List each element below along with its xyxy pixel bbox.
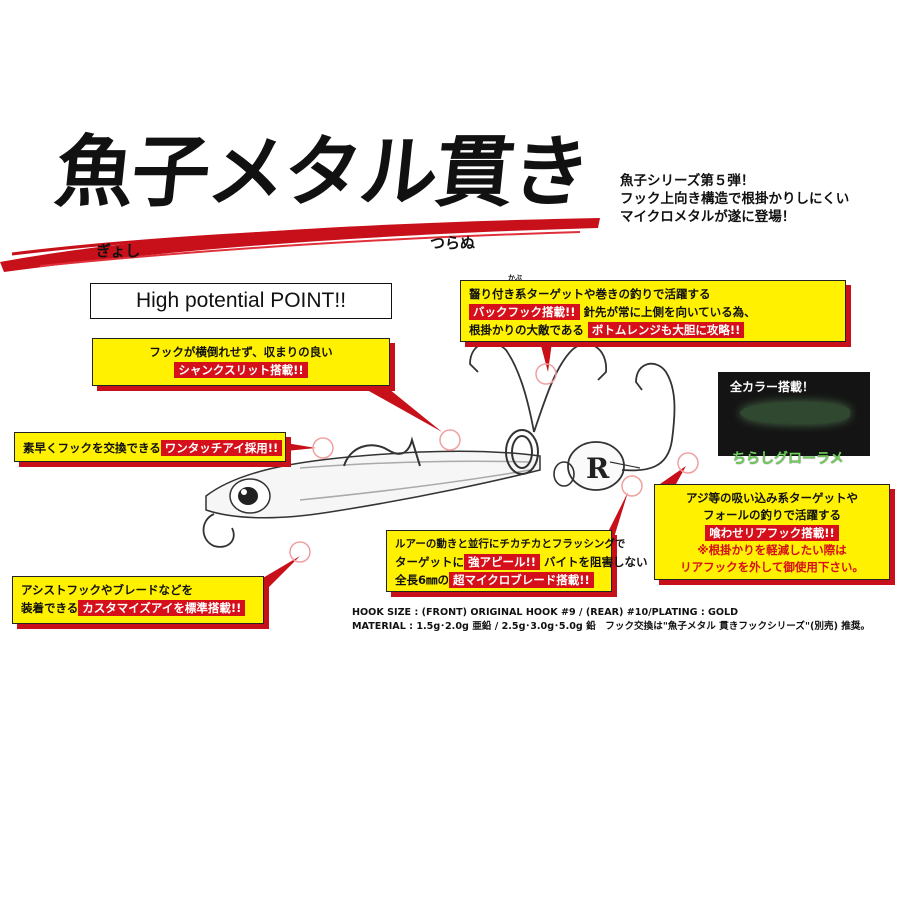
leader-custom: [256, 556, 300, 592]
tagline: 魚子シリーズ第５弾！ フック上向き構造で根掛かりしにくい マイクロメタルが遂に登…: [620, 172, 890, 226]
title-ruby-left: ぎょし: [96, 242, 141, 260]
callout-shank-text: フックが横倒れせず、収まりの良い: [149, 345, 333, 359]
callout-rear-note-1: ※根掛かりを軽減したい際は: [697, 543, 847, 557]
target-circle-shank: [439, 429, 461, 451]
spec-hook-size: HOOK SIZE : (FRONT) ORIGINAL HOOK #9 / (…: [352, 607, 739, 618]
callout-blade-line-3-head: 全長6㎜の: [395, 573, 450, 587]
callout-custom-line-1: アシストフックやブレードなどを: [21, 583, 194, 597]
rear-hook-icon: [621, 362, 676, 472]
callout-custom-highlight: カスタマイズアイを標準搭載!!: [78, 600, 246, 616]
callout-onetouch-highlight: ワンタッチアイ採用!!: [160, 440, 283, 456]
callout-rear-line-1: アジ等の吸い込み系ターゲットや: [685, 491, 859, 505]
fishing-line: [609, 461, 641, 469]
glow-all-color-badge: 全カラー搭載！: [730, 380, 815, 394]
target-circle-rear: [677, 452, 699, 474]
callout-onetouch-text: 素早くフックを交換できる: [23, 441, 161, 455]
lure-body: [205, 450, 541, 519]
leader-back: [540, 342, 552, 372]
tagline-line-3: マイクロメタルが遂に登場！: [620, 209, 796, 225]
glow-caption: ちらしグローラメ: [732, 451, 844, 467]
target-circle-custom: [289, 541, 311, 563]
brush-stroke: [0, 218, 600, 272]
callout-back-line-2: 針先が常に上側を向いている為、: [583, 305, 756, 319]
lure-eye-icon: [229, 478, 271, 514]
glow-color-panel: [718, 372, 870, 456]
one-touch-eye-icon: [343, 436, 421, 467]
target-circle-back: [535, 363, 557, 385]
callout-blade-highlight-1: 強アピール!!: [464, 554, 540, 570]
split-ring-icon: [505, 429, 539, 475]
callout-customize-eye: アシストフックやブレードなどを 装着できるカスタマイズアイを標準搭載!!: [12, 576, 264, 624]
callout-rear-line-2: フォールの釣りで活躍する: [703, 508, 841, 522]
callout-blade-line-2-head: ターゲットに: [395, 555, 464, 569]
swivel-icon: R: [553, 441, 625, 491]
callout-shank-highlight: シャンクスリット搭載!!: [174, 362, 308, 378]
leader-blade: [608, 492, 628, 544]
custom-eye-ring-icon: [202, 513, 235, 548]
title-ruby-right: つらぬ: [430, 234, 476, 252]
leader-shank: [360, 380, 442, 432]
callout-rear-highlight: 喰わせリアフック搭載!!: [705, 525, 839, 541]
callout-back-ruby: かぶ: [508, 274, 522, 282]
callout-blade-line-1: ルアーの動きと並行にチカチカとフラッシングで: [395, 538, 626, 550]
leader-onetouch: [286, 443, 316, 451]
callout-rear-hook: アジ等の吸い込み系ターゲットや フォールの釣りで活躍する 喰わせリアフック搭載!…: [654, 484, 890, 580]
tagline-line-2: フック上向き構造で根掛かりしにくい: [620, 191, 850, 207]
callout-blade-line-2-tail: バイトを阻害しない: [544, 555, 648, 569]
glow-lure-image: [740, 402, 850, 424]
callout-back-hook: 齧り付き系ターゲットや巻きの釣りで活躍する バックフック搭載!! 針先が常に上側…: [460, 280, 846, 342]
target-circle-onetouch: [312, 437, 334, 459]
callout-back-line-1: 齧り付き系ターゲットや巻きの釣りで活躍する: [469, 287, 711, 301]
back-hook-icon: [469, 341, 607, 433]
callout-micro-blade: ルアーの動きと並行にチカチカとフラッシングで ターゲットに強アピール!! バイト…: [386, 530, 648, 592]
tagline-line-1: 魚子シリーズ第５弾！: [620, 173, 755, 189]
target-circle-blade: [621, 475, 643, 497]
callout-rear-note-2: リアフックを外して御使用下さい。: [680, 560, 864, 574]
callout-custom-line-2: 装着できる: [21, 601, 79, 615]
spec-material: MATERIAL : 1.5g･2.0g 亜鉛 / 2.5g･3.0g･5.0g…: [352, 621, 871, 632]
product-title: 魚子メタル貫き: [51, 127, 593, 218]
svg-text:R: R: [586, 452, 610, 485]
callout-back-highlight-2: ボトムレンジも大胆に攻略!!: [587, 322, 745, 338]
callout-one-touch-eye: 素早くフックを交換できるワンタッチアイ採用!!: [14, 432, 286, 462]
callout-back-highlight-1: バックフック搭載!!: [469, 304, 580, 320]
callout-blade-highlight-2: 超マイクロブレード搭載!!: [449, 572, 594, 588]
callout-shank-slit: フックが横倒れせず、収まりの良い シャンクスリット搭載!!: [92, 338, 390, 386]
high-potential-heading: High potential POINT!!: [90, 283, 392, 319]
leader-rear: [660, 466, 686, 484]
product-specs: HOOK SIZE : (FRONT) ORIGINAL HOOK #9 / (…: [352, 606, 892, 634]
callout-back-line-3: 根掛かりの大敵である: [469, 323, 584, 337]
